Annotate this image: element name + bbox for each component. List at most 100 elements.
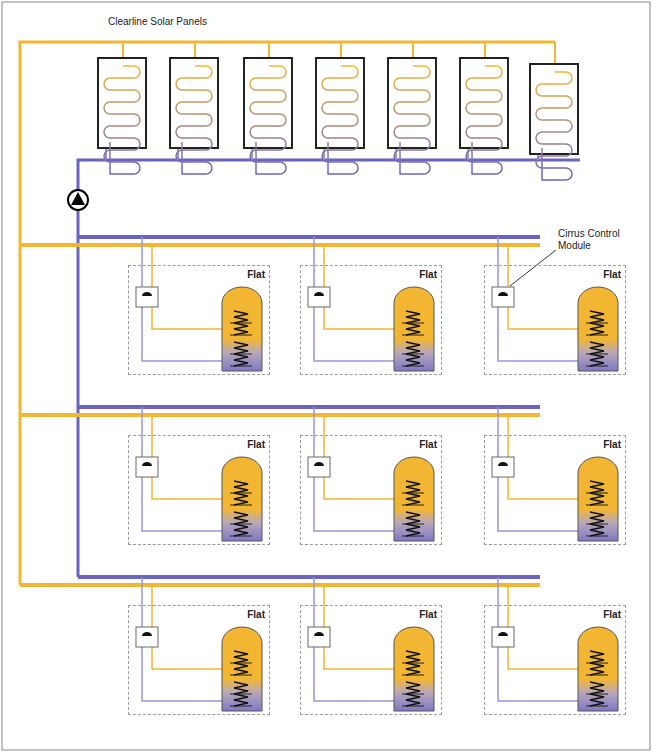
flat-box: Flat (300, 435, 442, 545)
cylinder (222, 457, 262, 541)
pipe (141, 407, 143, 457)
control-module (492, 457, 514, 477)
pipe (323, 415, 325, 457)
module-icon (498, 292, 508, 296)
coil (406, 311, 420, 335)
panel-coil (104, 66, 140, 174)
pipe (323, 245, 325, 287)
coil (590, 682, 604, 706)
cylinder (394, 627, 434, 711)
flat-label: Flat (247, 439, 265, 450)
flat-box: Flat (484, 605, 626, 715)
pipe (314, 647, 394, 701)
pipe (313, 237, 315, 287)
control-module (308, 287, 330, 307)
pipe (78, 235, 540, 239)
coil (406, 512, 420, 536)
pipe (497, 237, 499, 287)
pipe (142, 477, 222, 531)
pipe (142, 307, 222, 361)
solar-panels (98, 42, 578, 180)
pipe (20, 243, 540, 247)
panel-coil (322, 66, 358, 174)
pipe (313, 407, 315, 457)
module-icon (142, 292, 152, 296)
pipe (314, 307, 394, 361)
pump-symbol (68, 190, 88, 210)
cylinder (222, 627, 262, 711)
flat-box: Flat (300, 605, 442, 715)
flat-box: Flat (300, 265, 442, 375)
pipe (152, 647, 222, 669)
coil (234, 682, 248, 706)
coil (406, 342, 420, 366)
pipe (324, 647, 394, 669)
cylinder (394, 457, 434, 541)
coil (406, 682, 420, 706)
control-module (308, 457, 330, 477)
pipe (141, 577, 143, 627)
cylinder (394, 287, 434, 371)
module-icon (142, 462, 152, 466)
cylinder (578, 627, 618, 711)
panel-coil (176, 66, 212, 174)
pipe (497, 577, 499, 627)
flat-label: Flat (603, 439, 621, 450)
panel-coil (536, 72, 572, 180)
flat-label: Flat (247, 609, 265, 620)
pipe (78, 160, 580, 577)
flat-box: Flat (128, 605, 270, 715)
pipe (498, 307, 578, 361)
pipe (314, 477, 394, 531)
pipe (151, 585, 153, 627)
module-icon (498, 462, 508, 466)
pipe (508, 647, 578, 669)
control-module (136, 287, 158, 307)
panel-coil (250, 66, 286, 174)
coil (406, 481, 420, 505)
coil (234, 651, 248, 675)
control-module (136, 457, 158, 477)
module-icon (314, 462, 324, 466)
callout-label: Cirrus Control Module (558, 228, 630, 252)
module-icon (314, 632, 324, 636)
pipe (142, 647, 222, 701)
flat-label: Flat (247, 269, 265, 280)
module-icon (314, 292, 324, 296)
pipe (78, 575, 540, 579)
pipe (20, 413, 540, 417)
cylinder (578, 457, 618, 541)
coil (234, 342, 248, 366)
coil (590, 481, 604, 505)
pipe (78, 405, 540, 409)
flat-box: Flat (128, 265, 270, 375)
module-icon (142, 632, 152, 636)
coil (234, 481, 248, 505)
flat-label: Flat (603, 609, 621, 620)
control-module (492, 287, 514, 307)
control-module (492, 627, 514, 647)
panel-label: Clearline Solar Panels (108, 16, 207, 28)
pipe (20, 583, 540, 587)
pipe (151, 245, 153, 287)
pipe (508, 307, 578, 329)
coil (406, 651, 420, 675)
pipe (507, 245, 509, 287)
pipe (508, 477, 578, 499)
pipe (151, 415, 153, 457)
flat-box: Flat (128, 435, 270, 545)
pipe (152, 477, 222, 499)
cylinder (222, 287, 262, 371)
coil (234, 512, 248, 536)
pipe (498, 477, 578, 531)
module-icon (498, 632, 508, 636)
pipe (324, 477, 394, 499)
pipe (313, 577, 315, 627)
pipe (323, 585, 325, 627)
flat-label: Flat (419, 609, 437, 620)
coil (234, 311, 248, 335)
panel-coil (394, 66, 430, 174)
flat-box: Flat (484, 265, 626, 375)
